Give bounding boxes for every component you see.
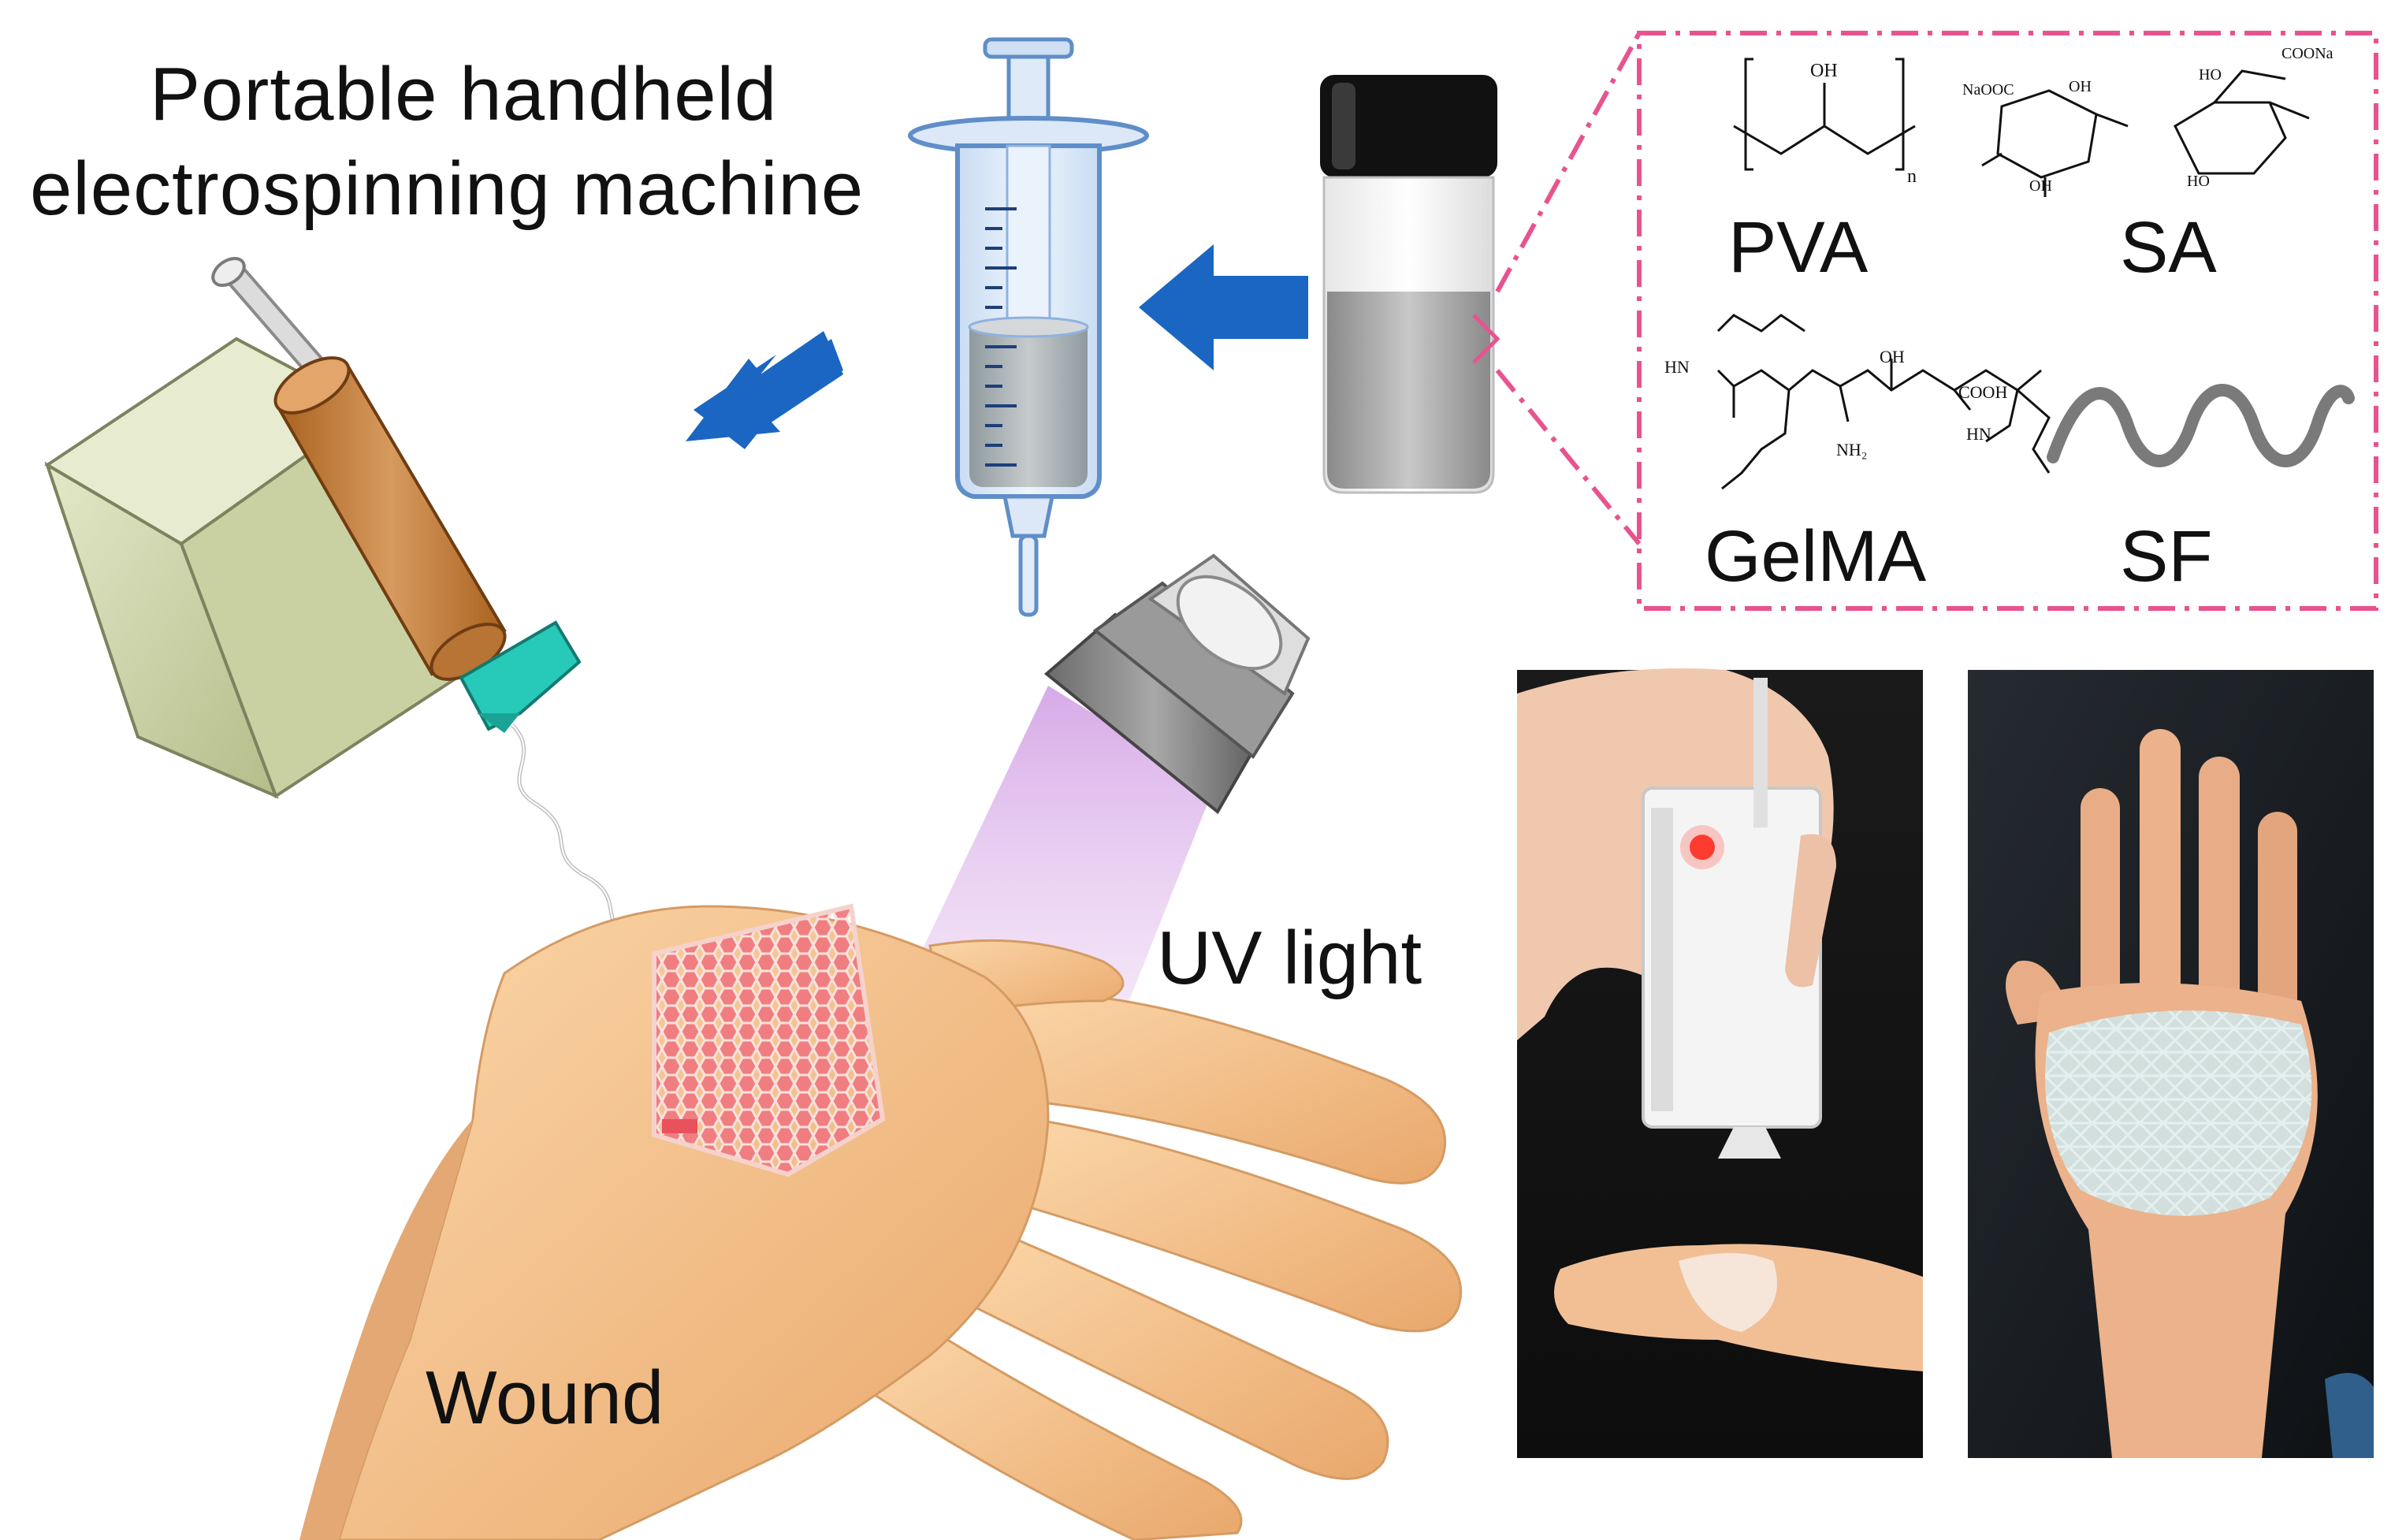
gelma-nh2-label: NH₂ xyxy=(1836,440,1868,459)
pva-structure xyxy=(1733,58,1916,171)
sf-label: SF xyxy=(2120,516,2213,597)
electrospinning-device-icon xyxy=(44,256,695,1019)
gelma-label: GelMA xyxy=(1705,516,1927,597)
device-title-line-1: Portable handheld xyxy=(150,52,778,136)
sa-ho-bottom-label: HO xyxy=(2187,173,2210,190)
pva-label: PVA xyxy=(1728,207,1869,288)
sa-structure xyxy=(1981,69,2310,197)
photo-device-in-hand xyxy=(1517,668,1923,1458)
sa-oh-label: OH xyxy=(2069,78,2092,95)
materials-panel xyxy=(1472,31,2378,611)
gelma-cooh-label: COOH xyxy=(1958,382,2008,402)
gelma-structure xyxy=(1716,314,2051,490)
hand-icon xyxy=(299,903,1463,1540)
photo-mannequin-hand xyxy=(1968,670,2374,1458)
gelma-hn-left-label: HN xyxy=(1664,357,1690,377)
vial-icon xyxy=(1320,75,1497,494)
sa-oh-bottom-label: OH xyxy=(2029,177,2052,195)
pva-n-subscript: n xyxy=(1907,166,1917,187)
gelma-oh-label: OH xyxy=(1880,347,1905,366)
gelma-hn-right-label: HN xyxy=(1966,424,1991,444)
sa-ho-label: HO xyxy=(2199,66,2222,84)
syringe-icon xyxy=(908,37,1149,617)
sa-coona-label: COONa xyxy=(2281,45,2333,62)
arrow-icon xyxy=(1139,244,1308,370)
sa-naooc-label: NaOOC xyxy=(1962,81,2014,99)
pva-oh-label: OH xyxy=(1810,61,1838,81)
sa-label: SA xyxy=(2120,207,2217,288)
sf-structure xyxy=(2047,384,2355,467)
uv-light-label: UV light xyxy=(1157,916,1422,1000)
device-title-line-2: electrospinning machine xyxy=(30,147,865,231)
arrow-icon xyxy=(686,331,843,449)
wound-label: Wound xyxy=(426,1356,664,1440)
